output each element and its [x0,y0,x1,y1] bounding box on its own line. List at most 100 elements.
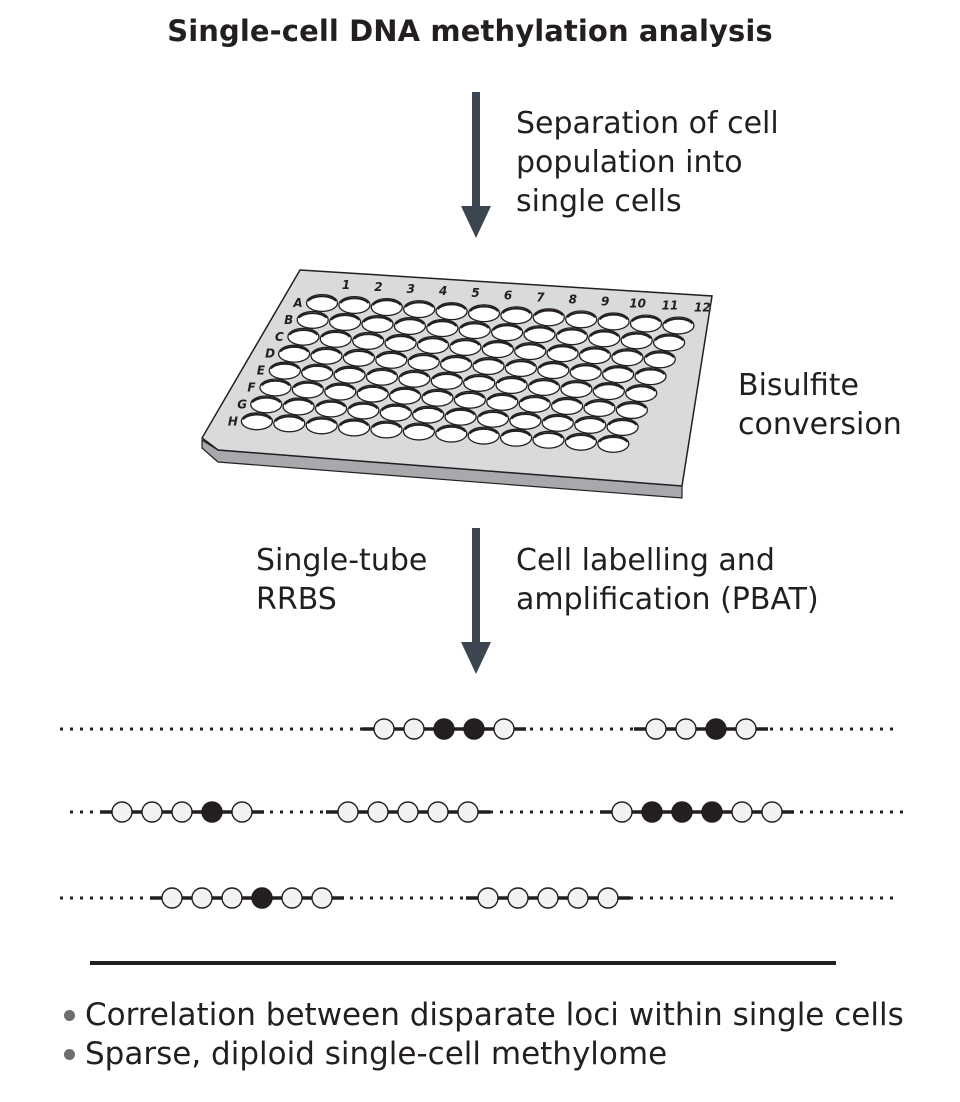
methylated-cpg [671,801,693,823]
plate-well [532,308,565,327]
plate-well [328,312,362,332]
plate-well [620,331,653,350]
plate-well [444,407,477,426]
plate-well [273,414,306,433]
unmethylated-cpg [397,801,419,823]
plate-well [277,344,311,363]
plate-well [550,396,584,416]
plate-well [625,384,658,403]
plate-well [574,415,607,434]
plate-well [504,358,538,378]
read-segment [634,718,768,740]
plate-well [398,369,431,388]
diagram-title: Single-cell DNA methylation analysis [167,14,773,48]
plate-well [296,310,329,329]
plate-well [463,373,496,392]
bullet-icon [64,1010,75,1021]
unmethylated-cpg [645,718,667,740]
plate-well [384,333,417,353]
plate-well [268,361,301,380]
unmethylated-cpg [191,887,213,909]
plate-well [370,420,403,439]
plate-well [388,386,422,405]
plate-well [403,300,436,319]
methylome-track [60,887,896,909]
plate-column-label: 10 [629,296,646,310]
plate-well [514,342,547,361]
unmethylated-cpg [507,887,529,909]
plate-well [291,380,325,399]
plate-column-label: 2 [374,280,382,294]
plate-well [467,304,501,323]
plate-well [486,392,519,411]
plate-column-label: 7 [536,290,545,304]
unmethylated-cpg [761,801,783,823]
unmethylated-cpg [367,801,389,823]
plate-well [333,365,366,384]
unmethylated-cpg [161,887,183,909]
plate-well [259,378,292,397]
plate-column-label: 5 [471,286,479,300]
plate-well [324,382,357,401]
plate-well [287,327,320,346]
plate-well [407,352,440,371]
plate-well [541,413,574,432]
plate-well [499,428,533,447]
plate-well [337,418,371,437]
plate-well [472,356,505,376]
plate-row-label: D [265,347,275,361]
unmethylated-cpg [403,718,425,740]
plate-well [500,306,533,325]
arrow-down-icon [461,92,491,238]
separation-step-text: Separation of cell population into singl… [516,104,779,221]
methylome-track [60,718,896,740]
unmethylated-cpg [337,801,359,823]
plate-well [416,335,450,355]
arrow-down-icon [461,528,491,674]
plate-well [481,340,514,359]
plate-well [518,394,551,413]
plate-well [611,348,644,367]
plate-well [523,325,556,344]
read-segment [362,718,526,740]
separation-line: single cells [516,184,682,219]
unmethylated-cpg [373,718,395,740]
unmethylated-cpg [221,887,243,909]
plate-column-label: 12 [694,301,711,315]
plate-well [361,314,394,334]
plate-well [314,399,348,418]
plate-well [250,395,283,414]
bisulfite-step-text: Bisulfite conversion [738,366,902,444]
finding-item: Correlation between disparate loci withi… [60,996,904,1035]
unmethylated-cpg [675,718,697,740]
labelling-line: Cell labelling and [516,543,775,578]
plate-well [365,367,399,386]
plate-well [319,329,352,348]
plate-well [430,371,463,390]
plate-well [467,426,500,445]
plate-well [564,432,598,451]
unmethylated-cpg [141,801,163,823]
unmethylated-cpg [537,887,559,909]
plate-well [352,331,385,350]
plate-well [476,409,510,428]
read-segment [600,801,794,823]
plate-column-label: 11 [662,299,679,313]
plate-well [527,377,561,397]
unmethylated-cpg [731,801,753,823]
unmethylated-cpg [597,887,619,909]
plate-well [601,365,635,384]
plate-well [597,434,630,453]
unmethylated-cpg [457,801,479,823]
unmethylated-cpg [171,801,193,823]
read-segment [466,887,630,909]
plate-well [402,422,436,441]
plate-well [578,346,612,365]
plate-well [338,295,371,315]
unmethylated-cpg [567,887,589,909]
plate-well [439,354,473,374]
unmethylated-cpg [281,887,303,909]
plate-well [495,375,528,395]
unmethylated-cpg [735,718,757,740]
